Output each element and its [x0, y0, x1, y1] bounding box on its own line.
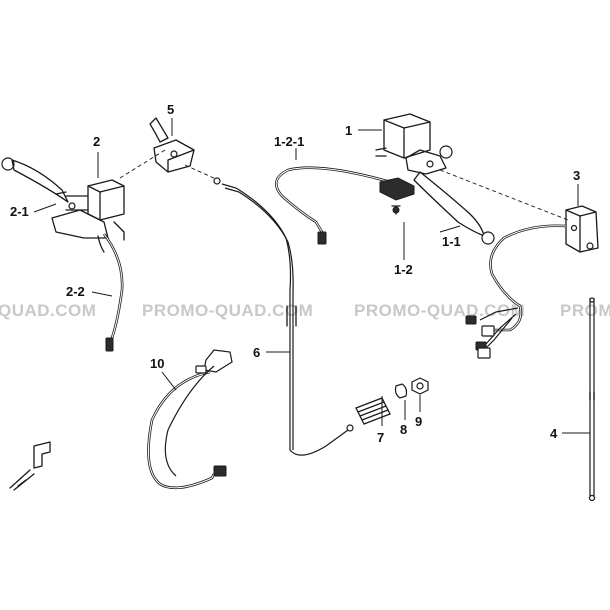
callout-1-1: 1-1 [442, 234, 461, 249]
left-brake-lever [1, 157, 69, 203]
callouts: 1 1-1 1-2 1-2-1 2 2-1 2-2 3 4 5 6 7 8 9 … [10, 102, 580, 445]
watermark-segment: PROMO-QUAD.COM [354, 301, 525, 320]
callout-10: 10 [150, 356, 164, 371]
callout-1-2: 1-2 [394, 262, 413, 277]
callout-2: 2 [93, 134, 100, 149]
callout-5: 5 [167, 102, 174, 117]
callout-9: 9 [415, 414, 422, 429]
spring [355, 397, 391, 425]
callout-3: 3 [573, 168, 580, 183]
watermark: QUAD.COM PROMO-QUAD.COM PROMO-QUAD.COM P… [0, 301, 610, 320]
callout-8: 8 [400, 422, 407, 437]
assembly-lines [119, 149, 569, 221]
right-brake-switch-wire [274, 166, 391, 245]
watermark-segment: PROMO-QUAD.COM [560, 301, 610, 320]
watermark-segment: QUAD.COM [0, 301, 96, 320]
thumb-throttle [149, 117, 221, 185]
right-switch-housing [565, 205, 599, 253]
left-master-cylinder [51, 179, 125, 253]
wire-harness [147, 349, 233, 490]
nut [411, 377, 429, 395]
left-brake-switch-wire [102, 233, 124, 352]
sleeve [394, 383, 408, 399]
callout-2-2: 2-2 [66, 284, 85, 299]
right-master-cylinder [375, 113, 453, 175]
forward-arrow-icon [9, 441, 51, 491]
callout-1: 1 [345, 123, 352, 138]
callout-4: 4 [550, 426, 558, 441]
rod-part-4 [588, 297, 596, 502]
watermark-segment: PROMO-QUAD.COM [142, 301, 313, 320]
callout-7: 7 [377, 430, 384, 445]
right-brake-lever [413, 171, 495, 245]
callout-6: 6 [253, 345, 260, 360]
switch-harness [465, 224, 567, 359]
right-brake-switch [379, 177, 415, 215]
throttle-cable [221, 183, 354, 456]
leader-lines [33, 118, 590, 434]
callout-2-1: 2-1 [10, 204, 29, 219]
callout-1-2-1: 1-2-1 [274, 134, 304, 149]
